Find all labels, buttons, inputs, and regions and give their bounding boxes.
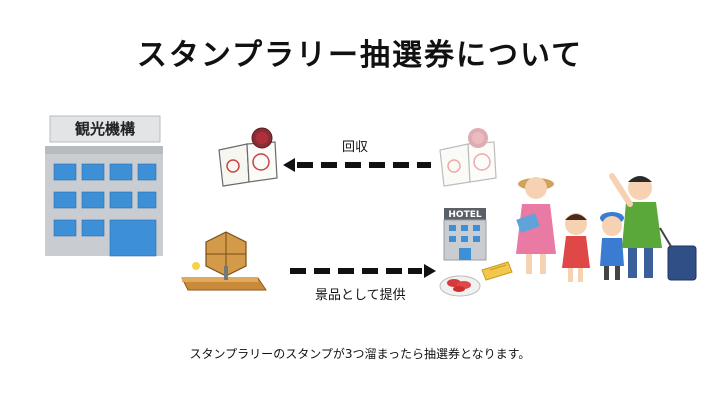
stamp-booklet-icon bbox=[439, 128, 497, 187]
page-title: スタンプラリー抽選券について bbox=[136, 38, 584, 73]
stamp-booklet-icon bbox=[218, 127, 278, 187]
office-building-icon: 観光機構 bbox=[45, 115, 163, 257]
hotel-icon: HOTEL bbox=[443, 208, 487, 261]
organization-name: 観光機構 bbox=[75, 120, 135, 138]
caption: スタンプラリーのスタンプが3つ溜まったら抽選券となります。 bbox=[189, 347, 531, 361]
prize-food-icon bbox=[439, 261, 513, 297]
provide-label: 景品として提供 bbox=[315, 288, 406, 303]
lottery-drum-icon bbox=[181, 231, 267, 291]
provide-arrow bbox=[290, 264, 436, 278]
tourist-family-icon bbox=[516, 173, 697, 282]
collect-arrow bbox=[283, 158, 431, 172]
hotel-sign: HOTEL bbox=[448, 210, 481, 220]
collect-label: 回収 bbox=[342, 140, 369, 155]
